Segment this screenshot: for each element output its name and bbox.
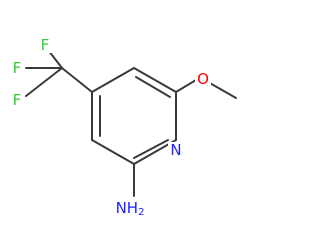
bond-ring-c5-c6: [133, 67, 177, 93]
mask-nh2: [120, 198, 152, 218]
mask-n: [168, 142, 184, 158]
bond-o-ch3: [207, 81, 237, 99]
bond-ring-c5-c6-double: [135, 76, 171, 98]
atom-n: N: [170, 141, 181, 159]
atom-nh2-sub: 2: [138, 207, 144, 218]
mask-f-left: [10, 60, 24, 76]
mask-f-bottom: [10, 92, 24, 108]
bond-cf3-f-bottom: [25, 67, 63, 97]
atom-nh2-main: NH: [116, 199, 139, 217]
structure-svg: F F F O N NH2: [10, 36, 237, 218]
atom-o: O: [197, 70, 209, 88]
bond-ring-c4-c5: [91, 67, 135, 93]
atom-f-left: F: [13, 59, 22, 77]
atom-nh2: NH2: [116, 199, 145, 218]
bond-c6-o: [175, 79, 197, 93]
mask-o: [195, 70, 211, 88]
mask-f-top: [38, 37, 52, 53]
molecule-diagram: F F F O N NH2: [10, 36, 237, 218]
bond-c4-cf3: [61, 67, 93, 93]
atom-f-top: F: [41, 36, 50, 54]
bond-ring-c2-c3: [91, 139, 135, 165]
bond-ring-n-c2-double: [133, 139, 169, 159]
atom-f-bottom: F: [13, 91, 22, 109]
